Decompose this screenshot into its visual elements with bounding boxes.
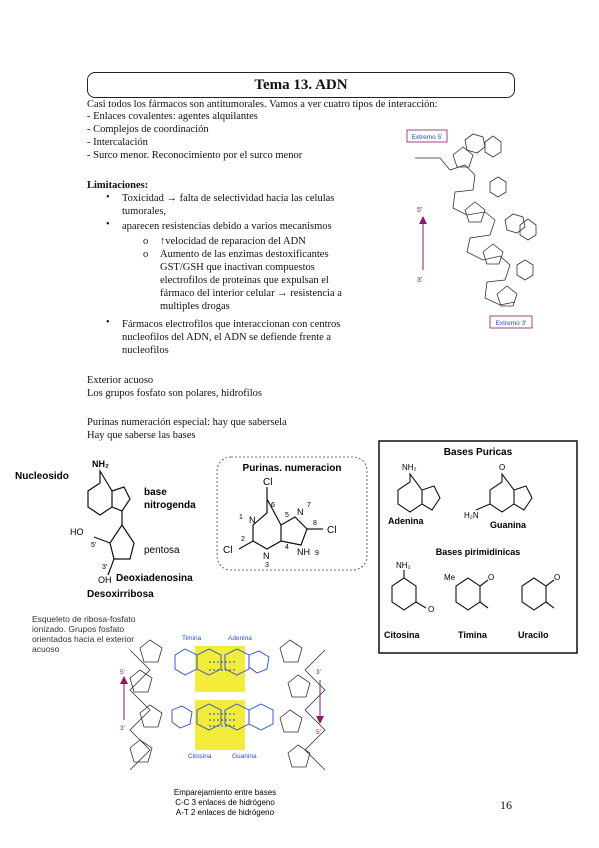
sub-bullet: o <box>143 236 149 247</box>
helix-right-five: 5' <box>316 729 321 736</box>
dna-strand-figure: Extremo 5' Extremo 3' 5' 3' <box>406 129 537 329</box>
timina-label: Timina <box>458 630 488 640</box>
page-title: Tema 13. ADN <box>87 72 515 98</box>
strand-bottom-label: Extremo 3' <box>496 320 527 327</box>
limitation-text: nucleofilos del ADN, el ADN se defiende … <box>122 332 332 343</box>
helix-note-line: acuoso <box>32 644 60 654</box>
helix-timina-label: Timina <box>182 635 202 642</box>
ring-number: 7 <box>307 502 311 509</box>
sub-bullet: o <box>143 249 149 260</box>
n-label: N <box>249 515 256 525</box>
bullet-dot: • <box>106 219 110 230</box>
adenina-label: Adenina <box>388 516 424 526</box>
base-label: base <box>144 487 167 498</box>
paragraph-line: Purinas numeración especial: hay que sab… <box>87 417 287 428</box>
interaction-item: - Enlaces covalentes: agentes alquilante… <box>87 111 258 122</box>
citosina-label: Citosina <box>384 630 420 640</box>
ring-number: 3 <box>265 562 269 569</box>
sub-item-text: fármaco del interior celular → resistenc… <box>160 288 342 299</box>
purine-title: Purinas. numeracion <box>243 463 342 474</box>
nh-label: NH <box>297 547 310 557</box>
uracilo-o: O <box>554 573 560 582</box>
limitation-text: Fármacos electrofilos que interaccionan … <box>122 319 341 330</box>
paragraph-line: Exterior acuoso <box>87 375 154 386</box>
bullet-dot: • <box>106 317 110 328</box>
bullet-dot: • <box>106 192 110 203</box>
five-prime-label: 5' <box>91 542 96 549</box>
oh-label: OH <box>98 575 112 585</box>
ring-number: 4 <box>285 544 289 551</box>
paragraph-line: Hay que saberse las bases <box>87 430 196 441</box>
cl-label: Cl <box>327 525 336 536</box>
sub-item-text: ↑velocidad de reparacion del ADN <box>160 236 306 247</box>
helix-citosina-label: Citosina <box>188 753 212 760</box>
helix-guanina-label: Guanina <box>232 753 257 760</box>
n-label: N <box>263 551 270 561</box>
purine-numbering-figure: Purinas. numeracion Cl Cl Cl N N N NH 6 … <box>216 456 368 571</box>
nitro-label: nitrogenda <box>144 500 196 511</box>
ring-number: 2 <box>241 536 245 543</box>
sub-item-text: GST/GSH que inactivan compuestos <box>160 262 315 273</box>
guanina-h2n: H₂N <box>464 511 479 520</box>
limitation-text: tumorales, <box>122 206 167 217</box>
purinas-heading: Bases Puricas <box>444 447 513 458</box>
ring-number: 1 <box>239 514 243 521</box>
three-prime-label: 3' <box>102 564 107 571</box>
intro-text: Casi todos los fármacos son antitumorale… <box>87 99 438 110</box>
helix-note-line: Esqueleto de ribosa-fosfato <box>32 614 136 624</box>
sub-item-text: electrofilos de proteinas que expulsan e… <box>160 275 329 286</box>
paragraph-line: Los grupos fosfato son polares, hidrofil… <box>87 388 262 399</box>
sub-item-text: Aumento de las enzimas destoxificantes <box>160 249 329 260</box>
citosina-o: O <box>428 605 434 614</box>
helix-adenina-label: Adenina <box>228 635 252 642</box>
limitation-text: nucleofilos <box>122 345 169 356</box>
limitations-heading: Limitaciones: <box>87 180 149 191</box>
helix-left-three: 3' <box>120 725 125 732</box>
nh2-label: NH₂ <box>92 459 109 469</box>
ho-label: HO <box>70 527 84 537</box>
helix-caption: A-T 2 enlaces de hidrógeno <box>176 808 275 817</box>
strand-five-label: 5' <box>417 207 422 214</box>
sub-item-text: multiples drogas <box>160 301 230 312</box>
nucleoside-figure: Nucleosido NH₂ base nitrogenda HO 5' pen… <box>15 459 196 600</box>
helix-note-line: ionizado. Grupos fosfato <box>32 624 125 634</box>
guanina-label: Guanina <box>490 520 527 530</box>
bases-figure: Bases Puricas NH₂ Adenina O H₂N Guanina … <box>378 440 578 654</box>
strand-three-label: 3' <box>417 277 422 284</box>
cl-label: Cl <box>223 545 232 556</box>
ring-number: 6 <box>271 502 275 509</box>
helix-note-line: orientados hacia el exterior <box>32 634 135 644</box>
desox-label: Desoxirribosa <box>87 589 154 600</box>
dna-helix-figure: Timina Adenina Citosina Guanina 5' 3' 3'… <box>120 635 326 817</box>
cl-label: Cl <box>263 477 272 488</box>
adenina-nh2: NH₂ <box>402 463 417 472</box>
pentosa-label: pentosa <box>144 545 180 556</box>
timina-me: Me <box>444 573 456 582</box>
guanina-o: O <box>499 463 505 472</box>
limitation-text: aparecen resistencias debido a varios me… <box>122 221 332 232</box>
strand-top-label: Extremo 5' <box>412 134 443 141</box>
pirimidinicas-heading: Bases pirimidinicas <box>436 547 521 557</box>
helix-left-five: 5' <box>120 669 125 676</box>
uracilo-label: Uracilo <box>518 630 549 640</box>
page-number: 16 <box>500 798 512 812</box>
ring-number: 5 <box>285 512 289 519</box>
nucleoside-title: Nucleosido <box>15 471 69 482</box>
ring-number: 8 <box>313 520 317 527</box>
n-label: N <box>297 507 304 517</box>
interaction-item: - Intercalación <box>87 137 148 148</box>
deoxy-label: Deoxiadenosina <box>116 573 193 584</box>
interaction-item: - Complejos de coordinación <box>87 124 209 135</box>
citosina-nh2: NH₂ <box>396 561 411 570</box>
helix-caption: C-C 3 enlaces de hidrógeno <box>175 798 275 807</box>
ring-number: 9 <box>315 550 319 557</box>
interaction-item: - Surco menor. Reconocimiento por el sur… <box>87 150 303 161</box>
helix-caption: Emparejamiento entre bases <box>174 788 276 797</box>
helix-right-three: 3' <box>316 669 321 676</box>
timina-o: O <box>488 573 494 582</box>
limitation-text: Toxicidad → falta de selectividad hacia … <box>122 193 335 204</box>
